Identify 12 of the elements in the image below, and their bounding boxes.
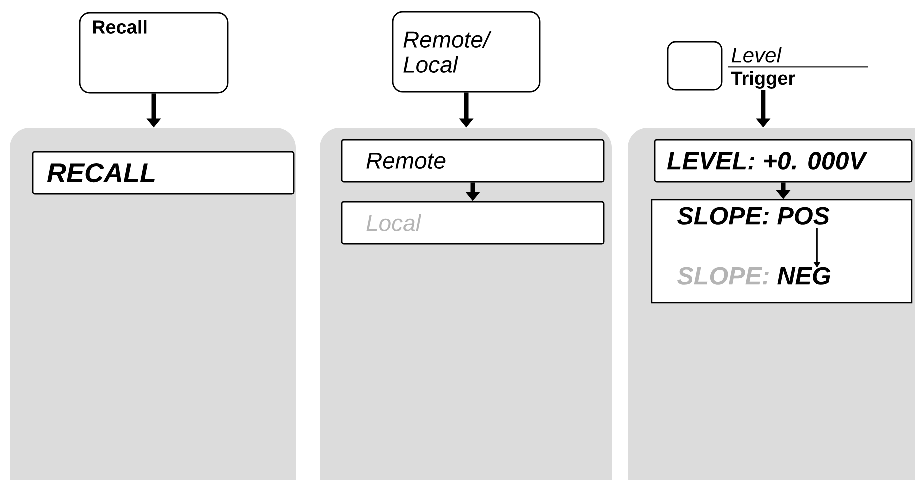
key-label: Level <box>732 47 782 63</box>
display-text: SLOPE: NEG <box>678 267 831 285</box>
key-label: Trigger <box>731 71 796 89</box>
panel-background <box>10 128 296 480</box>
key-button: Remote/ Local <box>392 11 541 93</box>
display-text: SLOPE: POS <box>678 207 830 225</box>
display-field: LEVEL: +0. 000V <box>654 139 913 183</box>
display-field: RECALL <box>32 151 295 195</box>
display-field: Local <box>341 201 605 245</box>
display-field: Remote <box>341 139 605 183</box>
key-button: Recall <box>79 12 229 94</box>
display-field <box>651 199 913 304</box>
